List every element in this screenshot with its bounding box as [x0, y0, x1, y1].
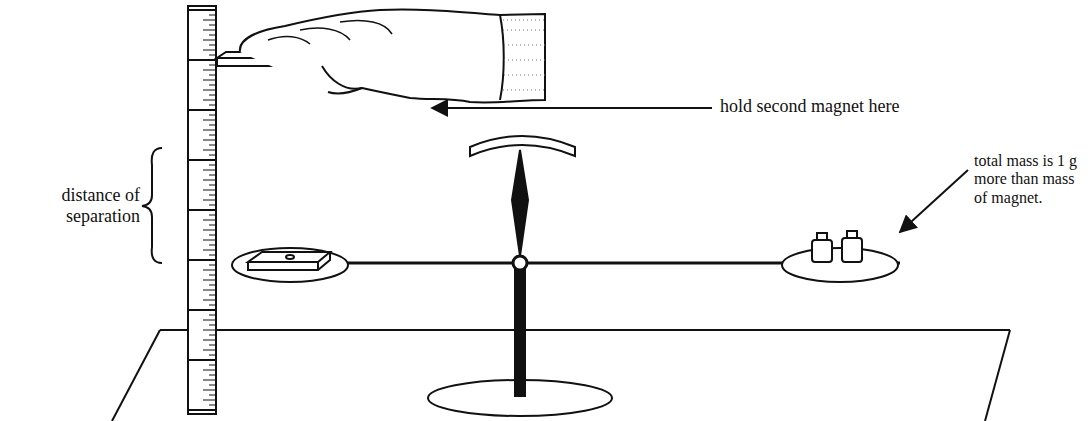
scale: [470, 136, 575, 156]
annotation-label: distance of separation: [4, 185, 140, 226]
magnet-mark: [286, 255, 294, 259]
table-edge: [985, 330, 1010, 421]
annotation-label: total mass is 1 g more than mass of magn…: [974, 152, 1088, 207]
ruler-ticks: [188, 10, 216, 410]
right-pan: [782, 248, 898, 282]
weights: [812, 231, 862, 262]
leader-line: [900, 170, 968, 232]
annotation-label: hold second magnet here: [720, 96, 1020, 117]
magnet: [248, 252, 330, 262]
leader-arrow: [432, 107, 712, 109]
magnet: [248, 252, 330, 270]
brace: [142, 148, 162, 263]
pivot: [513, 256, 527, 270]
table-edge: [160, 329, 1010, 331]
left-pan: [232, 248, 348, 282]
pointer: [512, 150, 528, 256]
hand: [217, 9, 545, 102]
stand-post: [515, 268, 525, 396]
ruler: [188, 6, 216, 414]
table-edge: [112, 330, 160, 421]
